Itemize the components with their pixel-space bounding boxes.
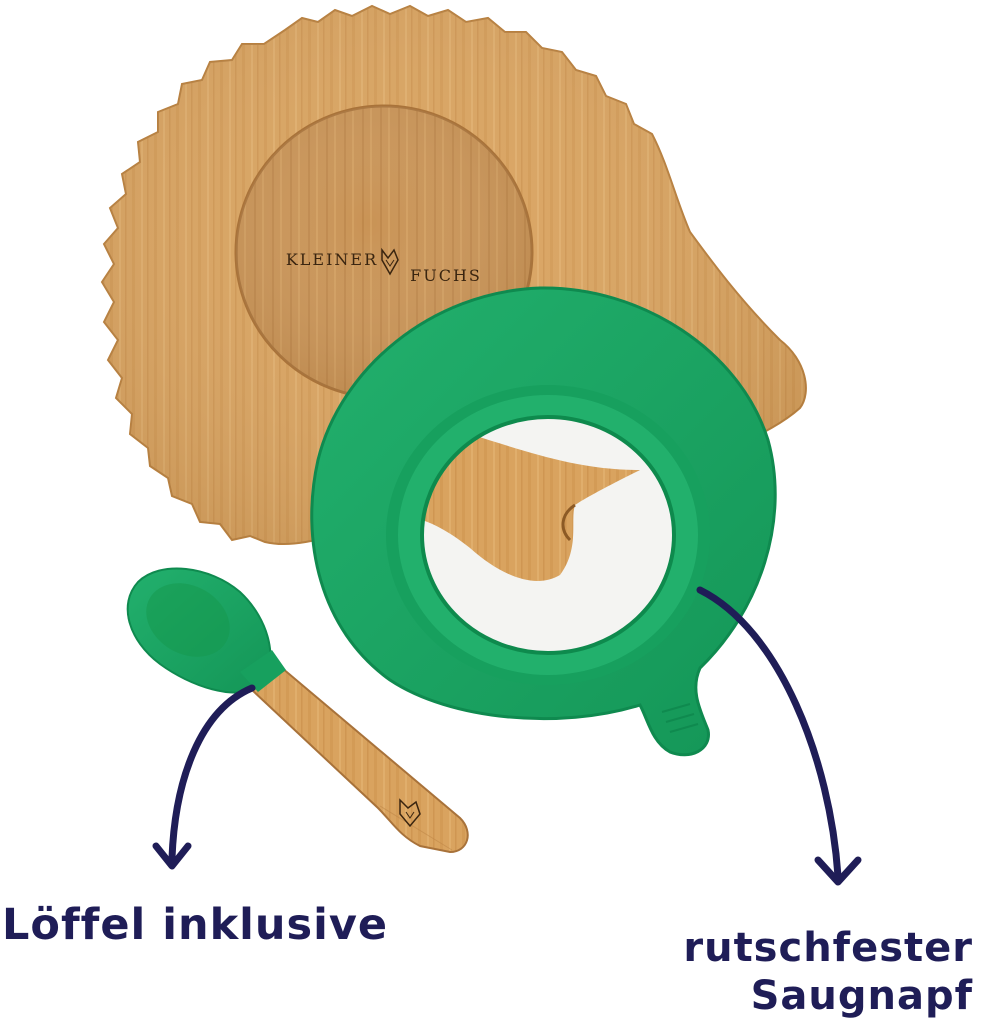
fox-head-icon [399,798,421,828]
caption-suction-line2: Saugnapf [750,973,973,1019]
fox-head-icon [381,247,399,276]
brand-left-text: KLEINER [286,250,378,269]
caption-suction-line1: rutschfester [683,925,973,971]
brand-engraving: KLEINER FUCHS [286,247,482,285]
brand-right-text: FUCHS [410,266,482,285]
curved-arrow-icon [696,586,862,886]
curved-arrow-icon [152,684,256,870]
silicone-suction-ring [310,286,777,757]
caption-suction-cup: rutschfester Saugnapf [643,924,973,1020]
caption-spoon-included: Löffel inklusive [2,900,389,950]
baby-spoon [126,567,469,854]
